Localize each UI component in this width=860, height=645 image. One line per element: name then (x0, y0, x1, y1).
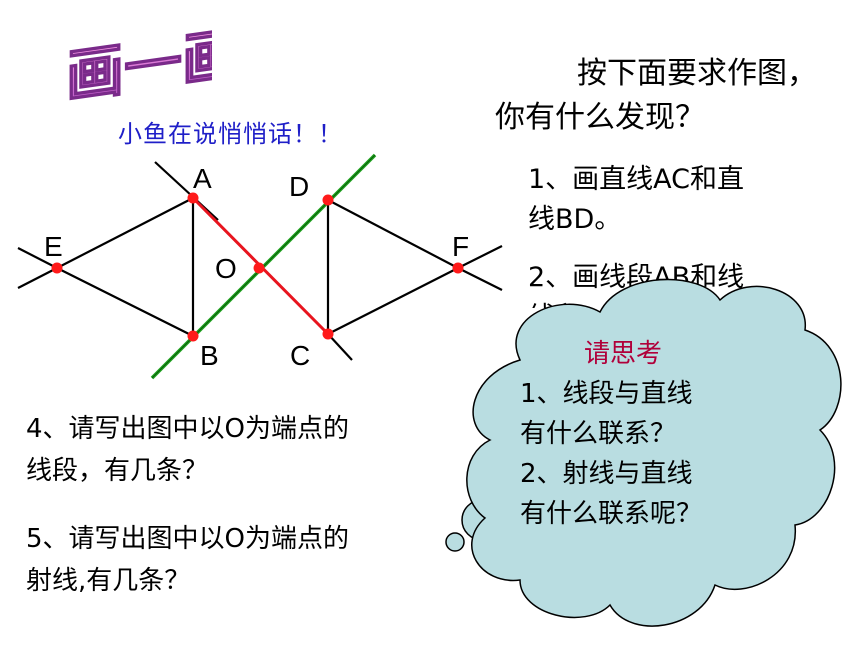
ray-c-extension (327, 333, 353, 361)
thought-bubble-small (445, 532, 465, 552)
question-4: 4、请写出图中以O为端点的 线段，有几条？ (26, 408, 456, 492)
point-a (187, 192, 199, 204)
title-art-logo: 画一画 (65, 19, 212, 113)
segment-cf (327, 267, 459, 335)
segment-df (327, 199, 459, 269)
question-4-line-1: 4、请写出图中以O为端点的 (26, 414, 350, 444)
label-e: E (44, 231, 63, 262)
point-o (253, 262, 265, 274)
thought-cloud (445, 278, 842, 627)
line-through-a (154, 161, 219, 221)
prompt-line-1: 按下面要求作图， (577, 56, 817, 91)
step-1-line-1: 1、画直线AC和直 (528, 164, 745, 195)
prompt-line-2: 你有什么发现？ (495, 100, 705, 135)
geometry-diagram: A B C D E F O (17, 153, 503, 380)
step-1-line-2: 线BD。 (528, 204, 622, 235)
question-5-line-1: 5、请写出图中以O为端点的 (26, 524, 350, 554)
cloud-body (466, 278, 842, 627)
instruction-prompt: 按下面要求作图， 你有什么发现？ (495, 52, 860, 140)
cloud-line-3: 2、射线与直线 (520, 459, 693, 489)
label-b: B (200, 340, 219, 371)
cloud-line-4: 有什么联系呢？ (520, 499, 703, 529)
subtitle: 小鱼在说悄悄话！！ (118, 120, 343, 148)
label-c: C (290, 340, 310, 371)
point-f (452, 262, 464, 274)
point-c (322, 328, 334, 340)
question-5-line-2: 射线,有几条？ (26, 566, 191, 596)
question-4-line-2: 线段，有几条？ (26, 456, 209, 486)
label-f: F (452, 231, 469, 262)
cloud-title: 请思考 (584, 339, 663, 369)
ray-f-lower (457, 267, 503, 291)
cloud-text: 请思考 1、线段与直线 有什么联系？ 2、射线与直线 有什么联系呢？ (520, 334, 770, 534)
title-art-text: 画一画 (66, 19, 212, 111)
point-b (187, 330, 199, 342)
ray-e-upper (17, 247, 58, 269)
segment-ae (56, 197, 194, 269)
points (51, 192, 464, 342)
ray-e-lower (17, 267, 58, 289)
label-d: D (289, 171, 309, 202)
segment-eb (56, 267, 194, 337)
label-o: O (215, 253, 237, 284)
question-5: 5、请写出图中以O为端点的 射线,有几条？ (26, 518, 456, 602)
label-a: A (193, 163, 212, 194)
step-1: 1、画直线AC和直 线BD。 (528, 160, 818, 240)
point-e (51, 262, 63, 274)
point-labels: A B C D E F O (44, 163, 469, 371)
cloud-line-2: 有什么联系？ (520, 419, 677, 449)
black-lines (17, 161, 503, 361)
ray-f-upper (457, 245, 503, 269)
cloud-shape (445, 278, 842, 627)
cloud-line-1: 1、线段与直线 (520, 379, 693, 409)
point-d (322, 194, 334, 206)
